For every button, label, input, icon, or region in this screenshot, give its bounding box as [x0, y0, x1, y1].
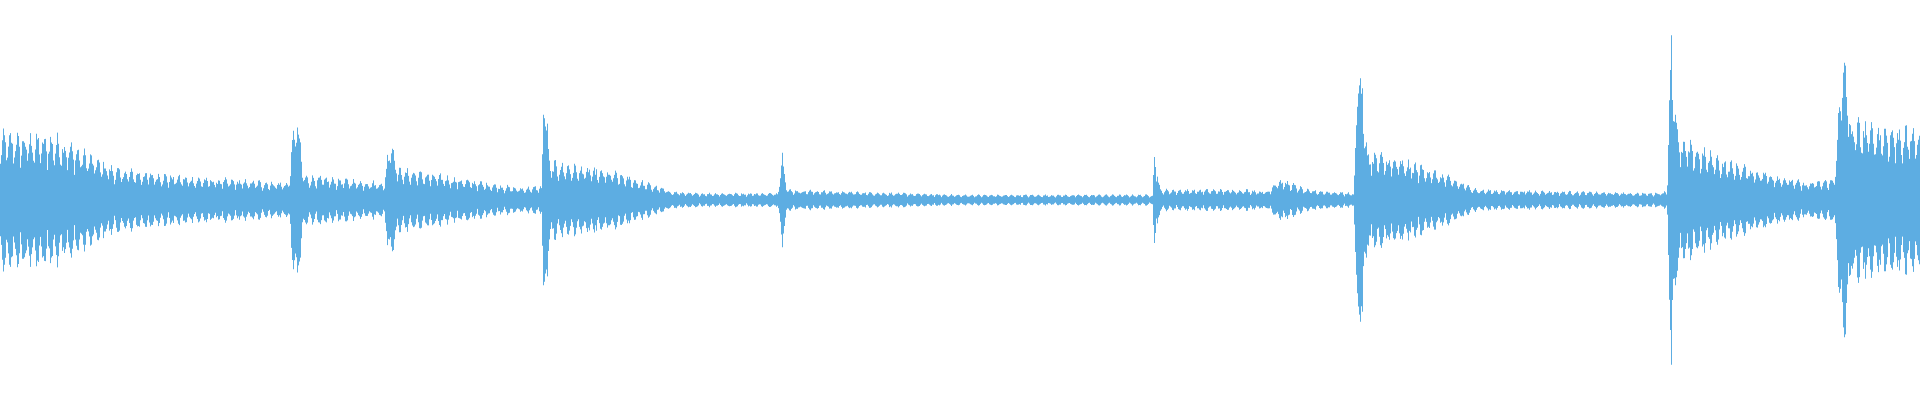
- waveform-bars: [0, 35, 1920, 365]
